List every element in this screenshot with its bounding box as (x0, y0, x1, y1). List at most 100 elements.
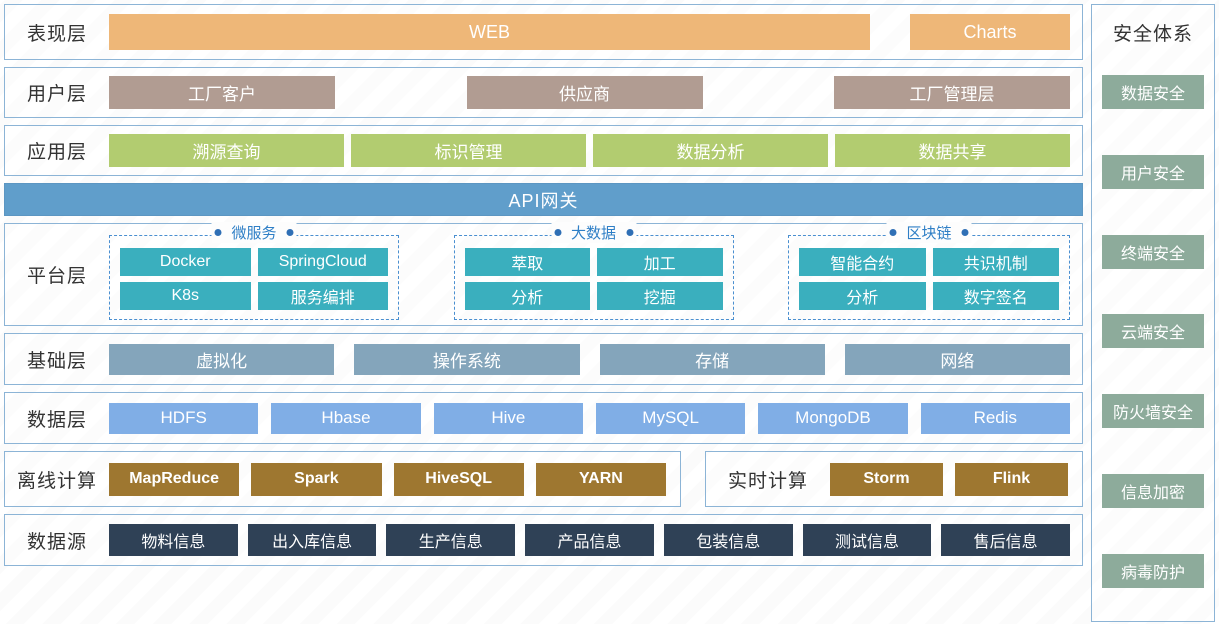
platform-groups: 微服务 Docker SpringCloud K8s 服务编排 (109, 222, 1070, 320)
group-bigdata: 大数据 萃取 加工 分析 挖掘 (453, 222, 734, 320)
api-gateway-bar: API网关 (4, 183, 1083, 216)
chip-hivesql[interactable]: HiveSQL (393, 462, 524, 496)
group-label-microservice: 微服务 (231, 225, 277, 242)
chip-springcloud[interactable]: SpringCloud (257, 248, 388, 276)
chip-hive[interactable]: Hive (433, 402, 583, 434)
layer-label-platform: 平台层 (26, 266, 87, 287)
chip-storage[interactable]: 存储 (599, 343, 825, 375)
dot-left-icon (889, 229, 897, 236)
dot-right-icon (286, 229, 294, 236)
chip-process[interactable]: 加工 (597, 248, 723, 276)
chip-storm[interactable]: Storm (830, 462, 943, 496)
chip-aftersales-info[interactable]: 售后信息 (941, 524, 1071, 556)
dot-left-icon (553, 229, 561, 236)
chip-smart-contract[interactable]: 智能合约 (799, 248, 926, 276)
chip-testing-info[interactable]: 测试信息 (802, 524, 932, 556)
presentation-items: WEB Charts (109, 14, 1070, 50)
infrastructure-items: 虚拟化 操作系统 存储 网络 (109, 343, 1070, 375)
security-sidebar: 安全体系 数据安全 用户安全 终端安全 云端安全 防火墙安全 信息加密 病毒防护 (1091, 4, 1215, 622)
chip-virtualization[interactable]: 虚拟化 (109, 343, 335, 375)
group-title-blockchain: 区块链 (886, 222, 972, 243)
chip-charts[interactable]: Charts (910, 14, 1070, 50)
chip-data-analysis[interactable]: 数据分析 (593, 134, 828, 167)
chip-network[interactable]: 网络 (844, 343, 1070, 375)
chip-packaging-info[interactable]: 包装信息 (663, 524, 793, 556)
group-blockchain: 区块链 智能合约 共识机制 分析 数字签名 (788, 222, 1070, 320)
realtime-compute-box: 实时计算 Storm Flink (705, 451, 1083, 507)
group-title-bigdata: 大数据 (550, 222, 637, 243)
layer-data-source: 数据源 物料信息 出入库信息 生产信息 产品信息 包装信息 测试信息 售后信息 (4, 514, 1083, 566)
chip-supplier[interactable]: 供应商 (466, 76, 703, 109)
layer-label-data: 数据层 (26, 409, 87, 431)
layer-label-infrastructure: 基础层 (26, 350, 87, 372)
chip-virus-protection[interactable]: 病毒防护 (1102, 553, 1204, 588)
group-row: 分析 数字签名 (799, 282, 1059, 310)
chip-mysql[interactable]: MySQL (595, 402, 746, 434)
chip-mapreduce[interactable]: MapReduce (109, 462, 240, 496)
layer-label-presentation: 表现层 (26, 23, 87, 45)
chip-hbase[interactable]: Hbase (271, 402, 421, 434)
group-label-bigdata: 大数据 (570, 225, 617, 242)
chip-extract[interactable]: 萃取 (464, 248, 590, 276)
security-items: 数据安全 用户安全 终端安全 云端安全 防火墙安全 信息加密 病毒防护 (1092, 50, 1214, 617)
group-row: 分析 挖掘 (464, 282, 723, 310)
chip-redis[interactable]: Redis (920, 402, 1070, 434)
chip-hdfs[interactable]: HDFS (109, 402, 259, 434)
chip-identity-management[interactable]: 标识管理 (351, 134, 586, 167)
chip-docker[interactable]: Docker (120, 248, 251, 276)
group-title-microservice: 微服务 (211, 222, 297, 243)
chip-production-info[interactable]: 生产信息 (386, 524, 516, 556)
chip-product-info[interactable]: 产品信息 (525, 524, 654, 556)
dot-right-icon (626, 229, 634, 236)
chip-consensus[interactable]: 共识机制 (932, 248, 1059, 276)
chip-firewall-security[interactable]: 防火墙安全 (1102, 394, 1204, 429)
chip-material-info[interactable]: 物料信息 (109, 524, 238, 556)
chip-factory-management[interactable]: 工厂管理层 (834, 76, 1070, 109)
realtime-compute-items: Storm Flink (830, 462, 1068, 496)
chip-chain-analysis[interactable]: 分析 (799, 282, 926, 310)
chip-digital-signature[interactable]: 数字签名 (932, 282, 1059, 310)
chip-service-orchestration[interactable]: 服务编排 (257, 282, 388, 310)
chip-terminal-security[interactable]: 终端安全 (1102, 234, 1204, 269)
chip-warehouse-info[interactable]: 出入库信息 (247, 524, 377, 556)
layer-application: 应用层 溯源查询 标识管理 数据分析 数据共享 (4, 125, 1083, 176)
layer-label-application: 应用层 (26, 142, 87, 163)
group-label-blockchain: 区块链 (906, 225, 952, 242)
layer-user: 用户层 工厂客户 供应商 工厂管理层 (4, 67, 1083, 118)
dot-left-icon (214, 229, 222, 236)
chip-yarn[interactable]: YARN (535, 462, 666, 496)
layer-data: 数据层 HDFS Hbase Hive MySQL MongoDB Redis (4, 392, 1083, 444)
layer-label-user: 用户层 (26, 84, 87, 105)
chip-mining[interactable]: 挖掘 (597, 282, 723, 310)
layer-infrastructure: 基础层 虚拟化 操作系统 存储 网络 (4, 333, 1083, 385)
chip-mongodb[interactable]: MongoDB (758, 402, 908, 434)
main-stack: 表现层 WEB Charts 用户层 工厂客户 供应商 工厂管理层 应用层 溯源… (4, 4, 1083, 622)
realtime-compute-label: 实时计算 (727, 470, 808, 492)
security-title: 安全体系 (1112, 24, 1193, 45)
chip-k8s[interactable]: K8s (120, 282, 251, 310)
data-layer-items: HDFS Hbase Hive MySQL MongoDB Redis (109, 402, 1070, 434)
chip-trace-query[interactable]: 溯源查询 (109, 134, 344, 167)
chip-operating-system[interactable]: 操作系统 (354, 343, 580, 375)
dot-right-icon (961, 229, 969, 236)
chip-cloud-security[interactable]: 云端安全 (1102, 314, 1204, 349)
chip-data-sharing[interactable]: 数据共享 (835, 134, 1070, 167)
group-row: 萃取 加工 (464, 248, 723, 276)
chip-flink[interactable]: Flink (955, 462, 1068, 496)
group-row: K8s 服务编排 (120, 282, 388, 310)
data-source-items: 物料信息 出入库信息 生产信息 产品信息 包装信息 测试信息 售后信息 (109, 524, 1071, 556)
chip-factory-customer[interactable]: 工厂客户 (109, 76, 335, 109)
layer-platform: 平台层 微服务 Docker SpringCloud K8s 服务编排 (4, 222, 1083, 326)
chip-analysis[interactable]: 分析 (464, 282, 590, 310)
user-items: 工厂客户 供应商 工厂管理层 (109, 76, 1070, 109)
chip-data-security[interactable]: 数据安全 (1102, 74, 1204, 109)
chip-spark[interactable]: Spark (251, 462, 382, 496)
chip-info-encryption[interactable]: 信息加密 (1102, 474, 1204, 509)
chip-user-security[interactable]: 用户安全 (1102, 154, 1204, 189)
layer-compute: 离线计算 MapReduce Spark HiveSQL YARN 实时计算 S… (4, 451, 1083, 507)
offline-compute-label: 离线计算 (16, 470, 97, 492)
chip-web[interactable]: WEB (109, 14, 870, 50)
offline-compute-box: 离线计算 MapReduce Spark HiveSQL YARN (4, 451, 681, 507)
layer-presentation: 表现层 WEB Charts (4, 4, 1083, 60)
